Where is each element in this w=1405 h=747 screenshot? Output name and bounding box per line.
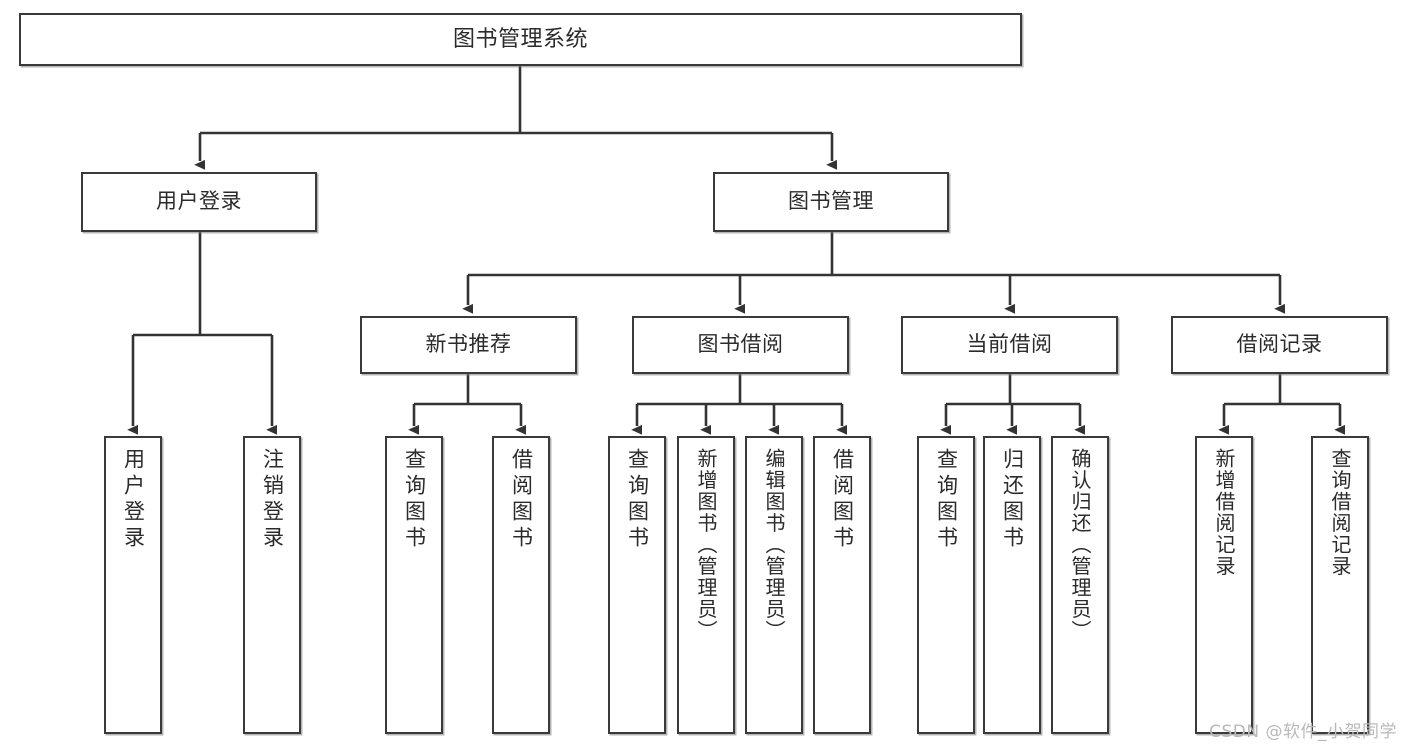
node-label: 新书推荐 — [425, 332, 512, 357]
node-label: 新增图书（管理员） — [694, 448, 718, 642]
node-book-borrow[interactable]: 图书借阅 — [632, 316, 849, 374]
node-root-system[interactable]: 图书管理系统 — [19, 13, 1022, 66]
node-label: 图书管理 — [788, 189, 874, 214]
node-leaf-user-login[interactable]: 用户登录 — [104, 436, 162, 734]
node-label: 确认归还（管理员） — [1068, 448, 1092, 642]
node-label: 归还图书 — [1000, 448, 1025, 552]
node-new-book-recommend[interactable]: 新书推荐 — [360, 316, 577, 374]
node-leaf-return-book[interactable]: 归还图书 — [983, 436, 1041, 734]
node-leaf-borrow-book[interactable]: 借阅图书 — [813, 436, 871, 734]
node-leaf-borrow-book-recommend[interactable]: 借阅图书 — [492, 436, 550, 734]
node-label: 图书管理系统 — [452, 26, 588, 52]
node-label: 借阅图书 — [830, 448, 855, 552]
node-label: 新增借阅记录 — [1212, 448, 1236, 577]
node-current-borrow[interactable]: 当前借阅 — [901, 316, 1118, 374]
node-leaf-query-book-current[interactable]: 查询图书 — [917, 436, 975, 734]
node-label: 查询借阅记录 — [1328, 448, 1352, 577]
node-label: 注销登录 — [260, 448, 285, 552]
node-label: 查询图书 — [625, 448, 650, 552]
node-borrow-record[interactable]: 借阅记录 — [1171, 316, 1388, 374]
node-label: 查询图书 — [402, 448, 427, 552]
node-label: 查询图书 — [934, 448, 959, 552]
watermark-text: CSDN @软件_小贺同学 — [1209, 722, 1397, 742]
node-label: 借阅记录 — [1236, 332, 1323, 357]
node-label: 用户登录 — [121, 448, 146, 552]
node-leaf-query-book-borrow[interactable]: 查询图书 — [608, 436, 666, 734]
node-leaf-edit-book-admin[interactable]: 编辑图书（管理员） — [745, 436, 803, 734]
node-label: 图书借阅 — [697, 332, 784, 357]
node-label: 当前借阅 — [966, 332, 1053, 357]
node-label: 用户登录 — [156, 189, 242, 214]
node-label: 编辑图书（管理员） — [762, 448, 786, 642]
node-book-management[interactable]: 图书管理 — [713, 172, 949, 232]
node-user-login[interactable]: 用户登录 — [81, 172, 317, 232]
node-leaf-add-book-admin[interactable]: 新增图书（管理员） — [677, 436, 735, 734]
node-leaf-add-borrow-record[interactable]: 新增借阅记录 — [1195, 436, 1253, 734]
node-leaf-query-borrow-record[interactable]: 查询借阅记录 — [1311, 436, 1369, 734]
node-label: 借阅图书 — [509, 448, 534, 552]
node-leaf-user-logout[interactable]: 注销登录 — [243, 436, 301, 734]
node-leaf-query-book-recommend[interactable]: 查询图书 — [385, 436, 443, 734]
node-leaf-confirm-return-admin[interactable]: 确认归还（管理员） — [1051, 436, 1109, 734]
